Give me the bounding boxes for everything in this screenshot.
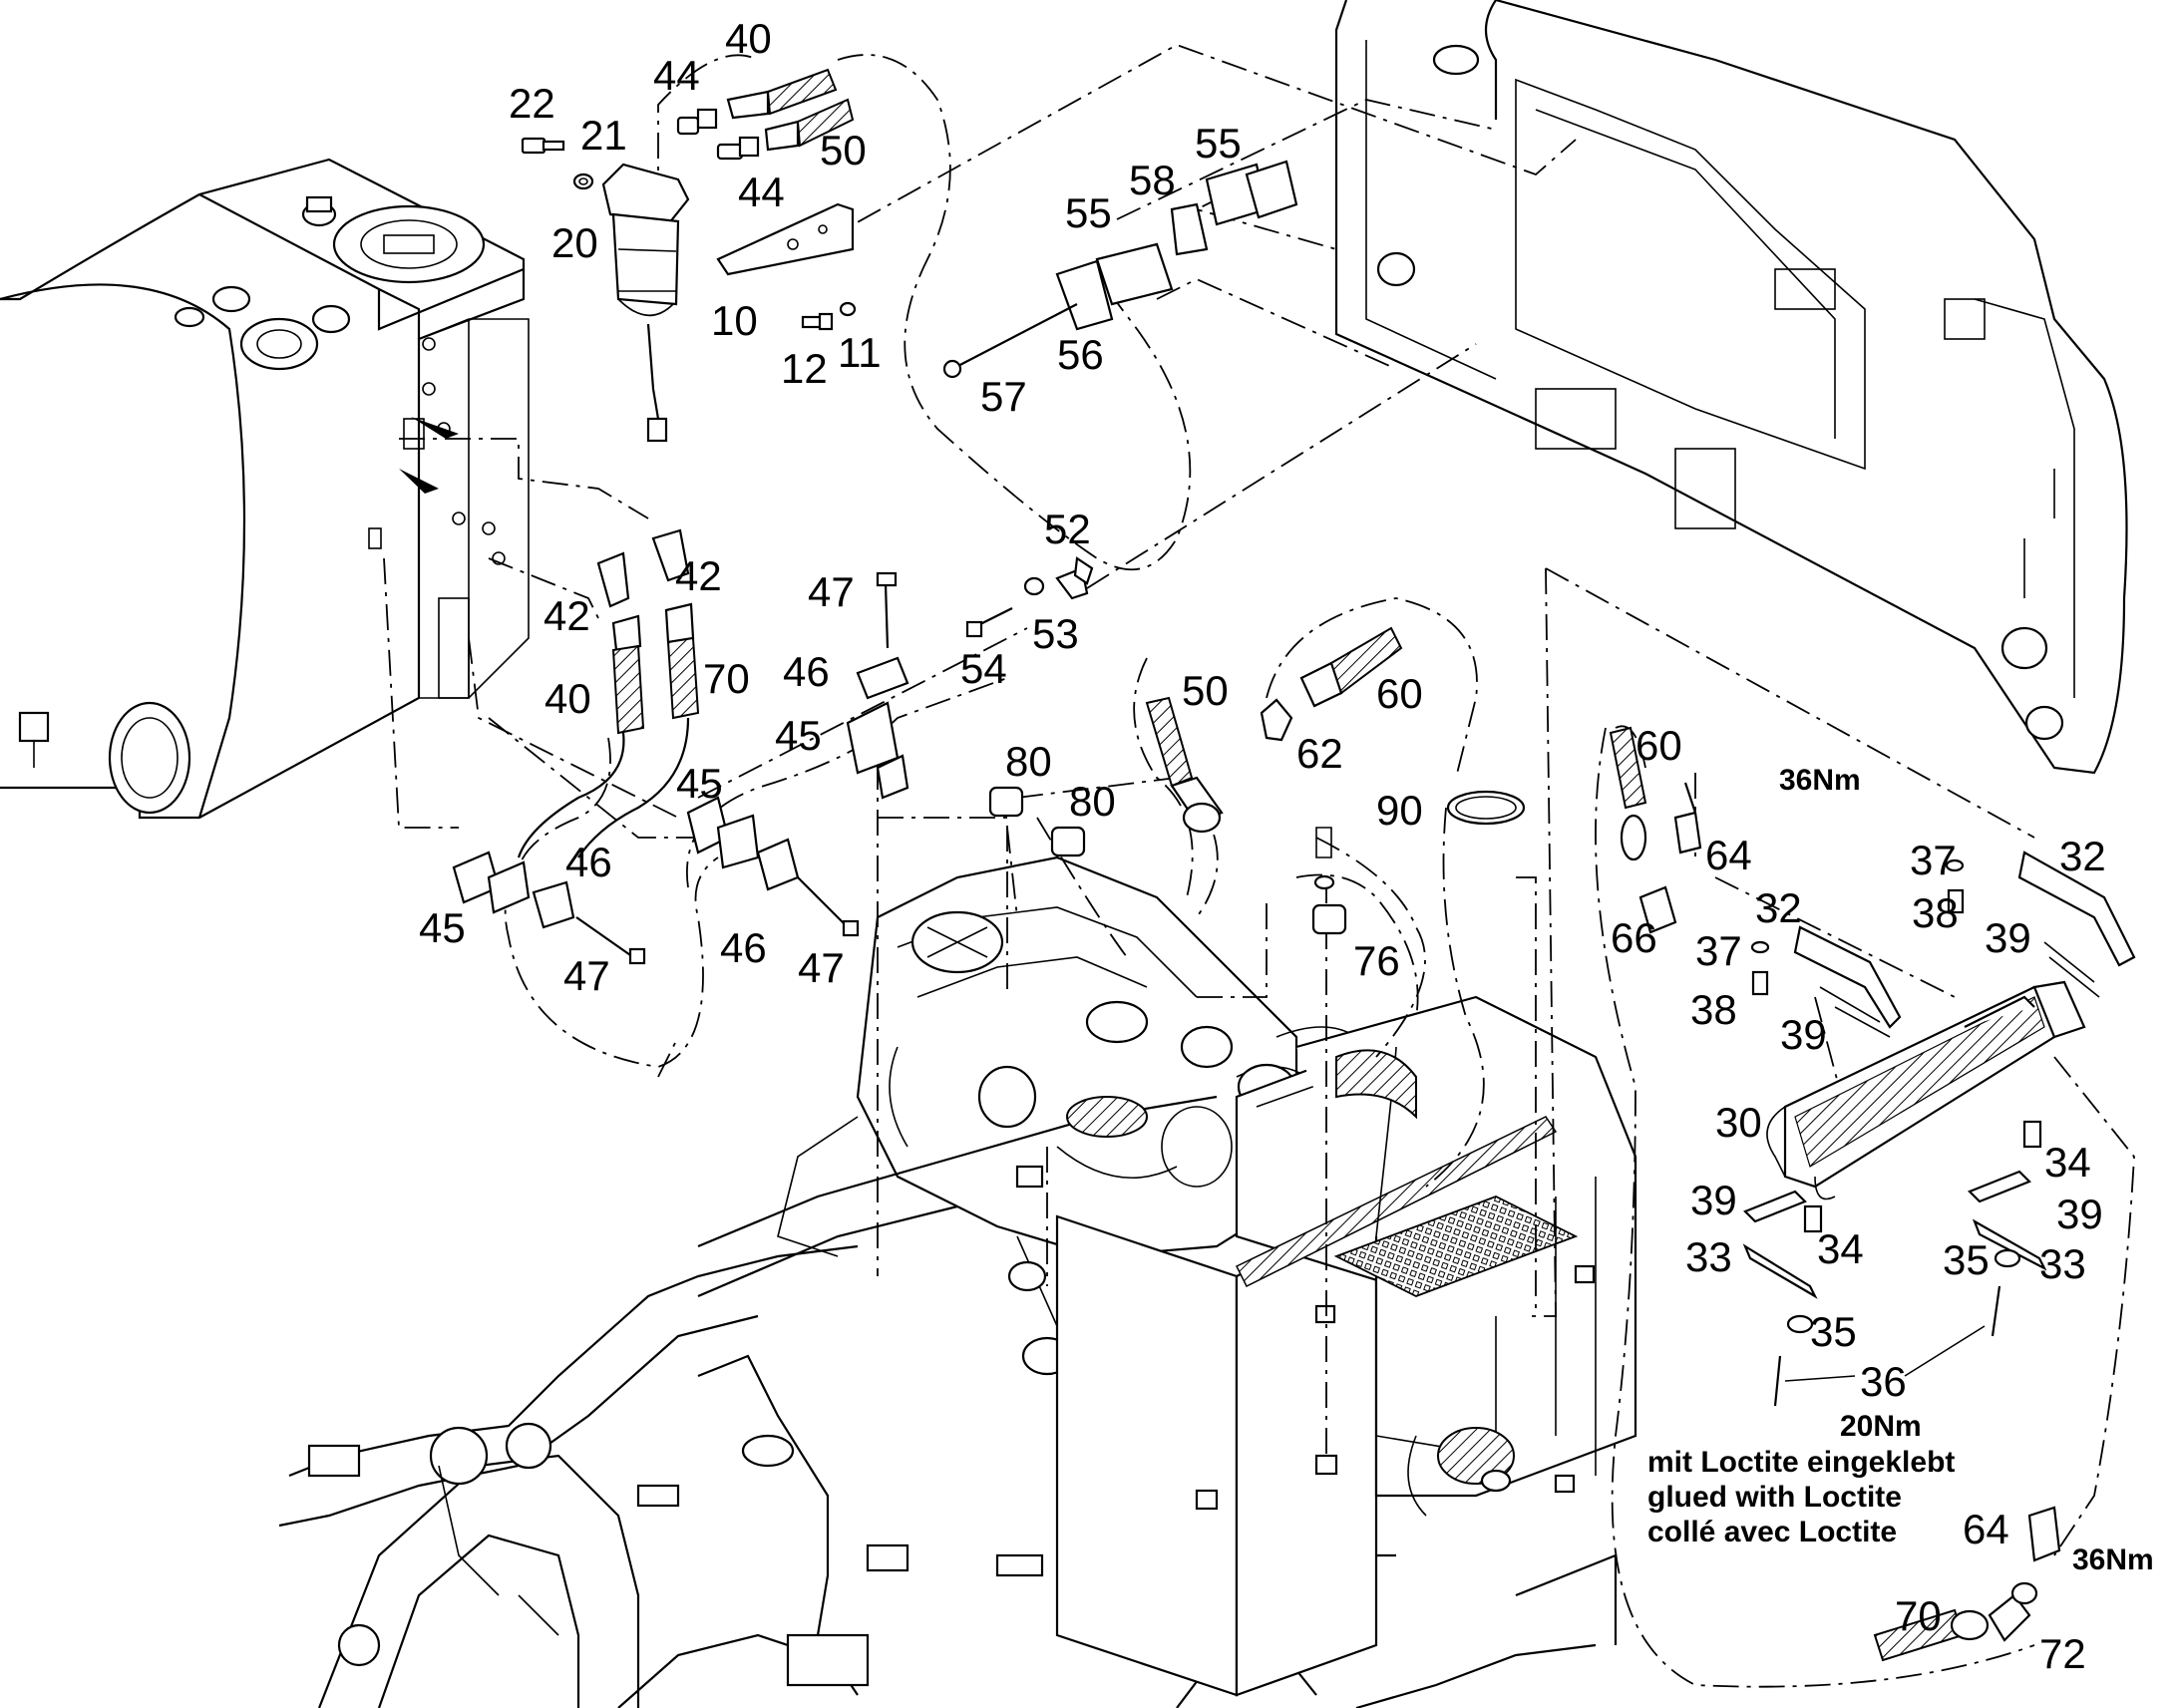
callout-60: 60 (1376, 670, 1423, 717)
callout-55: 55 (1195, 120, 1242, 167)
callout-47: 47 (563, 952, 610, 999)
torque-spec: 36Nm (2072, 1543, 2154, 1576)
clamp-group-55 (942, 160, 1298, 379)
callout-60: 60 (1635, 722, 1682, 769)
callout-46: 46 (720, 924, 767, 971)
hose-group-50-60 (1145, 626, 1526, 834)
callout-42: 42 (544, 592, 590, 639)
callout-55: 55 (1065, 189, 1112, 236)
callout-45: 45 (775, 712, 822, 759)
callout-21: 21 (580, 112, 627, 159)
callout-38: 38 (1912, 889, 1959, 936)
clamp-group-45-left (452, 796, 860, 965)
callout-50: 50 (820, 127, 867, 173)
callout-72: 72 (2039, 1630, 2086, 1677)
callout-32: 32 (1755, 884, 1802, 931)
callout-45: 45 (676, 760, 723, 807)
callout-80: 80 (1005, 738, 1052, 785)
callout-45: 45 (419, 904, 466, 951)
loctite-note-fr: collé avec Loctite (1647, 1516, 1897, 1548)
callout-80: 80 (1069, 778, 1116, 825)
engine-mounts (988, 786, 1347, 935)
callout-40: 40 (545, 675, 591, 722)
callout-10: 10 (711, 297, 758, 344)
callout-47: 47 (798, 944, 845, 991)
callout-33: 33 (1685, 1233, 1732, 1280)
callout-34: 34 (1817, 1225, 1864, 1272)
loctite-note-en: glued with Loctite (1647, 1481, 1902, 1514)
callout-39: 39 (1985, 914, 2031, 961)
callout-40: 40 (725, 15, 772, 62)
clamp-group-45-center (846, 571, 909, 800)
callout-37: 37 (1695, 927, 1742, 974)
callout-33: 33 (2039, 1240, 2086, 1287)
callout-50: 50 (1182, 667, 1229, 714)
callout-57: 57 (980, 373, 1027, 420)
callout-39: 39 (1690, 1177, 1737, 1223)
callout-70: 70 (703, 655, 750, 702)
callout-44: 44 (653, 52, 700, 99)
callout-12: 12 (781, 345, 828, 392)
callout-labels: 40 44 22 21 50 44 20 10 12 11 55 58 55 5… (419, 15, 2154, 1677)
torque-spec: 20Nm (1840, 1410, 1922, 1443)
callout-20: 20 (551, 219, 598, 266)
callout-38: 38 (1690, 986, 1737, 1033)
callout-56: 56 (1057, 331, 1104, 378)
assembly-reference-lines (383, 44, 2135, 1688)
fitting-group-52 (965, 556, 1094, 638)
callout-35: 35 (1943, 1236, 1990, 1283)
callout-46: 46 (565, 839, 612, 885)
callout-39: 39 (2056, 1191, 2103, 1237)
callout-52: 52 (1044, 506, 1091, 552)
callout-64: 64 (1963, 1506, 2009, 1552)
hydraulic-tank (0, 158, 530, 820)
callout-42: 42 (675, 552, 722, 599)
counterweight (1334, 0, 2128, 775)
callout-64: 64 (1705, 832, 1752, 878)
callout-90: 90 (1376, 787, 1423, 834)
callout-47: 47 (808, 568, 855, 615)
callout-22: 22 (509, 80, 555, 127)
callout-39: 39 (1780, 1011, 1827, 1058)
callout-11: 11 (838, 329, 882, 376)
callout-66: 66 (1611, 914, 1657, 961)
callout-30: 30 (1715, 1099, 1762, 1146)
callout-35: 35 (1810, 1308, 1857, 1355)
fuel-filter-group (521, 68, 857, 443)
callout-34: 34 (2044, 1139, 2091, 1186)
callout-46: 46 (783, 648, 830, 695)
callout-76: 76 (1353, 937, 1400, 984)
loctite-note-de: mit Loctite eingeklebt (1647, 1446, 1955, 1479)
callout-54: 54 (960, 645, 1007, 692)
callout-36: 36 (1860, 1358, 1907, 1405)
oil-cooler-group (1609, 726, 2136, 1662)
callout-62: 62 (1296, 730, 1343, 777)
callout-70: 70 (1895, 1592, 1942, 1639)
callout-37: 37 (1910, 837, 1957, 883)
engine-chassis-assembly (278, 855, 1637, 1708)
callout-32: 32 (2059, 833, 2106, 879)
callout-58: 58 (1129, 157, 1176, 203)
callout-53: 53 (1032, 610, 1079, 657)
hose-group-40-70 (517, 528, 700, 858)
callout-44: 44 (738, 169, 785, 215)
torque-spec: 36Nm (1779, 764, 1861, 797)
